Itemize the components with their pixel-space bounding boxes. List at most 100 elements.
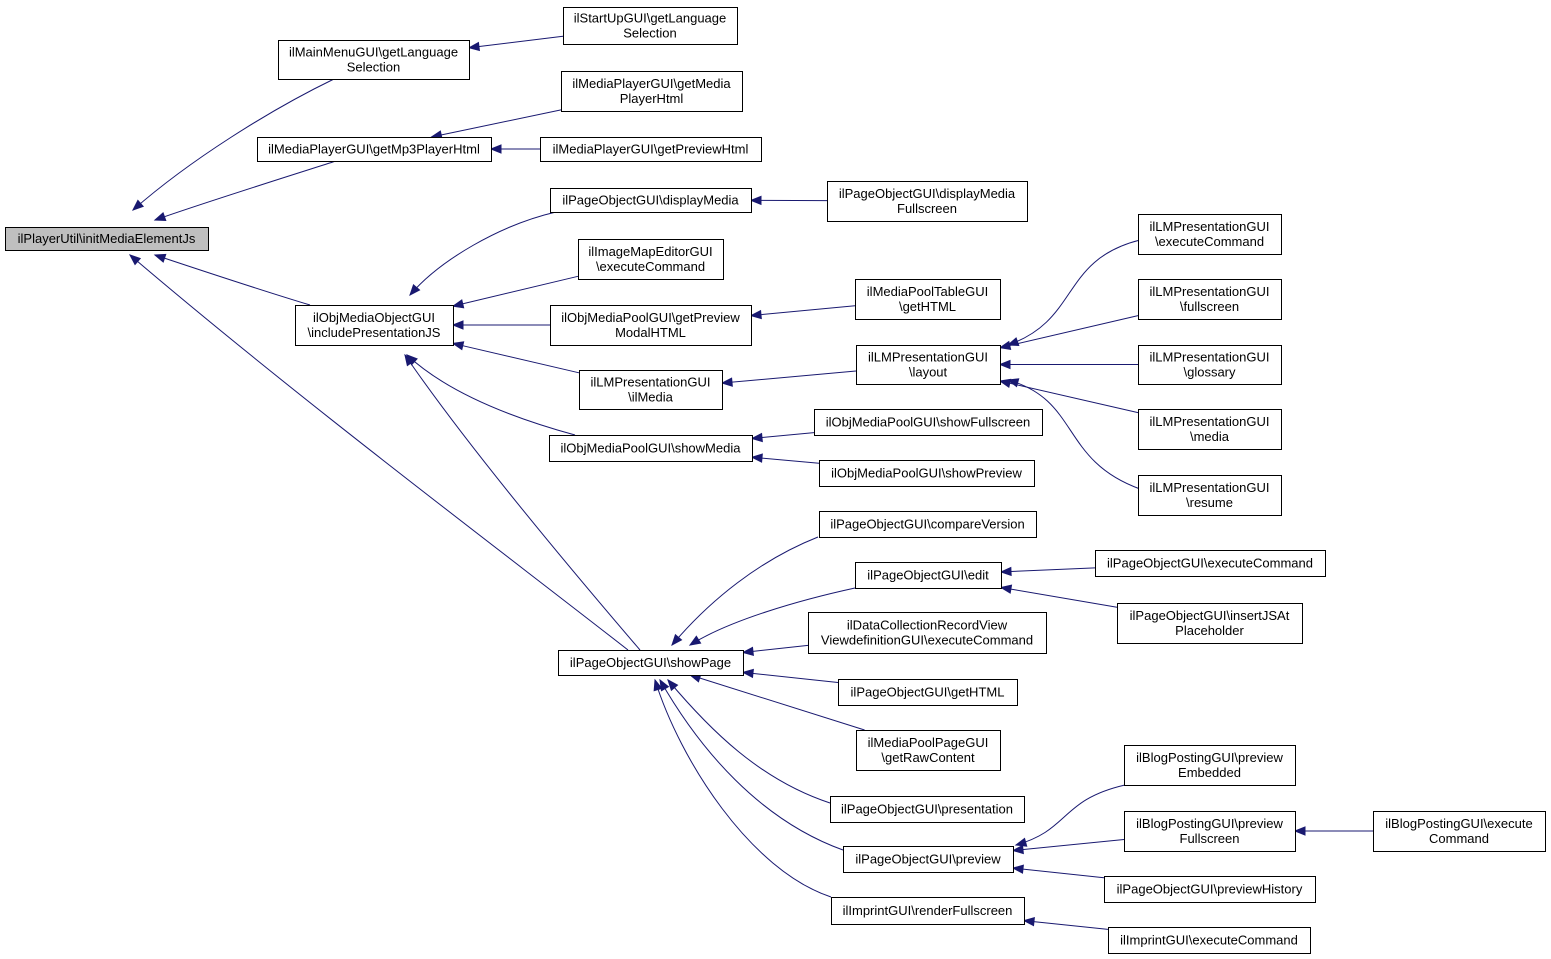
node-label: ilLMPresentationGUI <box>1150 219 1270 234</box>
node-omp-showpreview[interactable]: ilObjMediaPoolGUI\showPreview <box>819 460 1035 487</box>
edge-lmp-ilmedia-to-omo-includepres <box>451 341 580 374</box>
node-pog-preview[interactable]: ilPageObjectGUI\preview <box>843 846 1014 873</box>
edge-imme-exec-to-omo-includepres <box>451 275 579 309</box>
node-mppg-getraw[interactable]: ilMediaPoolPageGUI\getRawContent <box>856 730 1001 771</box>
node-box <box>295 305 454 346</box>
node-mptable-gethtml[interactable]: ilMediaPoolTableGUI\getHTML <box>855 279 1001 320</box>
node-lmp-fullscreen[interactable]: ilLMPresentationGUI\fullscreen <box>1138 279 1282 320</box>
node-lmp-layout[interactable]: ilLMPresentationGUI\layout <box>856 345 1001 385</box>
node-label: ViewdefinitionGUI\executeCommand <box>821 633 1033 648</box>
edge-line <box>468 35 564 49</box>
root-node[interactable]: ilPlayerUtil\initMediaElementJs <box>5 227 209 251</box>
node-pog-presentation[interactable]: ilPageObjectGUI\presentation <box>830 796 1025 823</box>
arrowhead <box>404 353 415 367</box>
node-label: ilMediaPoolPageGUI <box>868 735 989 750</box>
edge-bpg-exec-to-bpg-previewfs <box>1293 826 1373 836</box>
node-label: ilPageObjectGUI\preview <box>855 852 1001 867</box>
node-label: ilMediaPoolTableGUI <box>867 284 988 299</box>
node-omp-showmedia[interactable]: ilObjMediaPoolGUI\showMedia <box>549 435 753 462</box>
node-pog-compare[interactable]: ilPageObjectGUI\compareVersion <box>819 511 1037 538</box>
node-label: ilMainMenuGUI\getLanguage <box>289 45 458 60</box>
arrowhead <box>409 283 421 297</box>
edge-imprint-exec-to-imprint-renderfs <box>1022 916 1109 930</box>
node-imprint-renderfs[interactable]: ilImprintGUI\renderFullscreen <box>831 897 1025 925</box>
node-label: ilPageObjectGUI\edit <box>867 568 989 583</box>
arrowhead <box>1011 844 1024 855</box>
edge-line <box>1000 586 1118 608</box>
node-label: ilPlayerUtil\initMediaElementJs <box>18 231 196 246</box>
edge-pog-exec-to-pog-edit <box>999 566 1096 577</box>
node-label: ilLMPresentationGUI <box>591 375 711 390</box>
arrowhead <box>489 144 502 154</box>
edge-pog-compare-to-pog-showpage <box>671 536 819 647</box>
node-label: ilImageMapEditorGUI <box>588 244 712 259</box>
node-box <box>843 846 1014 873</box>
node-box <box>827 181 1028 222</box>
arrowhead <box>653 678 663 692</box>
edge-line <box>689 674 865 731</box>
node-label: Selection <box>347 60 400 75</box>
node-pog-showpage[interactable]: ilPageObjectGUI\showPage <box>558 650 744 676</box>
arrowhead <box>999 566 1012 577</box>
edge-line <box>667 679 831 804</box>
edge-line <box>1015 784 1126 846</box>
node-pog-exec[interactable]: ilPageObjectGUI\executeCommand <box>1095 550 1326 577</box>
node-lmp-glossary[interactable]: ilLMPresentationGUI\glossary <box>1138 345 1282 385</box>
node-lmp-ilmedia[interactable]: ilLMPresentationGUI\ilMedia <box>579 370 723 410</box>
node-label: \resume <box>1186 495 1233 510</box>
arrowhead <box>998 359 1011 370</box>
node-pog-edit[interactable]: ilPageObjectGUI\edit <box>855 562 1002 589</box>
node-box <box>549 435 753 462</box>
arrowhead <box>720 377 733 387</box>
node-pog-previewhist[interactable]: ilPageObjectGUI\previewHistory <box>1104 876 1316 903</box>
node-omo-includepres[interactable]: ilObjMediaObjectGUI\includePresentationJ… <box>295 305 454 346</box>
edge-startup-getlang-to-mainmenu-getlang <box>467 35 564 52</box>
node-box <box>830 796 1025 823</box>
edge-pog-presentation-to-pog-showpage <box>667 678 831 804</box>
edge-line <box>742 644 809 653</box>
edge-omp-showmedia-to-omo-includepres <box>406 354 576 436</box>
edge-lmp-resume-to-lmp-layout <box>1006 378 1141 490</box>
node-imprint-exec[interactable]: ilImprintGUI\executeCommand <box>1108 927 1311 954</box>
node-lmp-media[interactable]: ilLMPresentationGUI\media <box>1138 409 1282 450</box>
node-label: ilLMPresentationGUI <box>1150 284 1270 299</box>
node-box <box>561 71 743 112</box>
node-mp-getpreview[interactable]: ilMediaPlayerGUI\getPreviewHtml <box>540 137 762 162</box>
node-box <box>278 40 470 80</box>
node-label: ilImprintGUI\executeCommand <box>1120 933 1298 948</box>
node-omp-showfs[interactable]: ilObjMediaPoolGUI\showFullscreen <box>814 409 1043 436</box>
node-pog-gethtml[interactable]: ilPageObjectGUI\getHTML <box>838 679 1018 706</box>
edge-bpg-previewfs-to-pog-preview <box>1011 839 1125 855</box>
arrowhead <box>467 41 480 52</box>
node-mp-getmp3[interactable]: ilMediaPlayerGUI\getMp3PlayerHtml <box>257 137 492 162</box>
arrowhead <box>750 432 763 443</box>
node-dcr-exec[interactable]: ilDataCollectionRecordViewViewdefinition… <box>808 612 1047 654</box>
edge-bpg-previewemb-to-pog-preview <box>1014 784 1126 847</box>
edge-imprint-renderfs-to-pog-showpage <box>653 678 832 898</box>
node-lmp-exec[interactable]: ilLMPresentationGUI\executeCommand <box>1138 214 1282 255</box>
edge-pog-previewhist-to-pog-preview <box>1011 864 1105 879</box>
node-box <box>1108 927 1311 954</box>
node-label: ilObjMediaPoolGUI\showFullscreen <box>826 415 1030 430</box>
node-label: ilBlogPostingGUI\execute <box>1385 816 1532 831</box>
node-bpg-exec[interactable]: ilBlogPostingGUI\executeCommand <box>1373 811 1546 852</box>
node-pog-displaymedia[interactable]: ilPageObjectGUI\displayMedia <box>550 188 752 213</box>
edge-pog-displaymedia-to-omo-includepres <box>409 211 557 297</box>
node-label: Fullscreen <box>1180 831 1240 846</box>
node-lmp-resume[interactable]: ilLMPresentationGUI\resume <box>1138 475 1282 516</box>
edge-line <box>1012 839 1125 852</box>
node-box <box>550 305 752 346</box>
arrowhead <box>998 340 1012 350</box>
node-imme-exec[interactable]: ilImageMapEditorGUI\executeCommand <box>578 239 724 280</box>
arrowhead <box>153 253 167 263</box>
node-label: \getHTML <box>899 299 956 314</box>
edge-pog-edit-to-pog-showpage <box>688 587 856 646</box>
